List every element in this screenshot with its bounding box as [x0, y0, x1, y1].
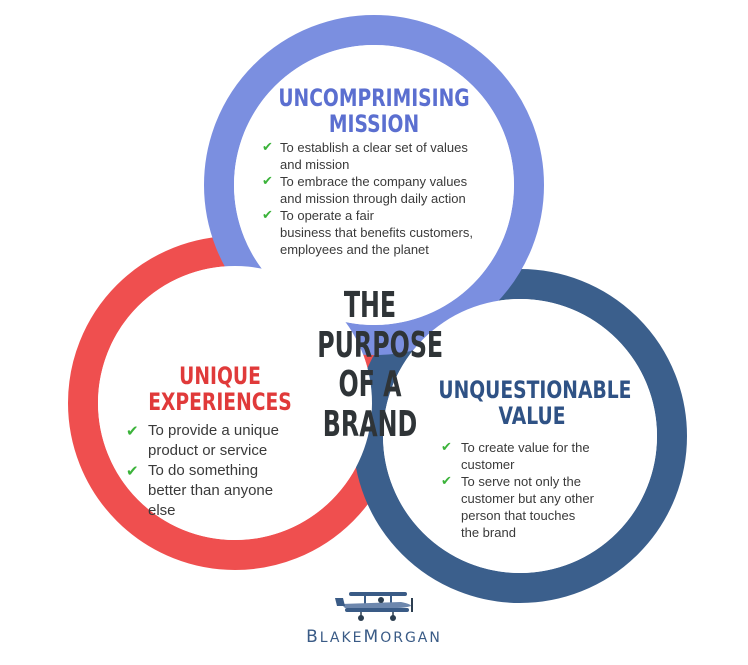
value-title-line: UNQUESTIONABLE: [438, 376, 632, 404]
check-icon: ✔: [262, 174, 273, 189]
mission-item-line: To establish a clear set of values: [280, 140, 468, 155]
mission-item-line: and mission through daily action: [280, 191, 466, 206]
experiences-item-line: else: [148, 502, 176, 519]
center-title-line: OF A: [338, 364, 402, 406]
value-item-line: customer but any other: [461, 491, 594, 506]
mission-item-line: To embrace the company values: [280, 174, 468, 189]
brand-logo-text: BLAKEMORGAN: [294, 627, 454, 647]
experiences-item-line: better than anyone: [148, 482, 274, 499]
experiences-title: UNIQUE EXPERIENCES: [134, 362, 306, 416]
experiences-item-line: To do something: [148, 462, 259, 479]
value-item-line: To create value for the: [461, 440, 590, 455]
value-item-line: customer: [461, 457, 515, 472]
mission-title-line: MISSION: [328, 109, 420, 138]
mission-title: UNCOMPRIMISING MISSION: [265, 84, 483, 138]
mission-item-line: employees and the planet: [280, 242, 429, 257]
mission-item: ✔ To embrace the company values and miss…: [262, 173, 512, 207]
mission-item: ✔ To operate a fair business that benefi…: [262, 207, 512, 258]
brand-first-name: BLAKE: [306, 627, 364, 647]
experiences-title-line: EXPERIENCES: [148, 387, 292, 416]
check-icon: ✔: [262, 140, 273, 155]
check-icon: ✔: [262, 208, 273, 223]
check-icon: ✔: [126, 422, 139, 440]
brand-last-name: MORGAN: [363, 627, 442, 647]
check-icon: ✔: [441, 474, 452, 489]
check-icon: ✔: [126, 462, 139, 480]
mission-item: ✔ To establish a clear set of values and…: [262, 139, 512, 173]
value-item: ✔ To create value for the customer: [441, 439, 641, 473]
value-list: ✔ To create value for the customer ✔ To …: [441, 439, 641, 541]
value-item-line: To serve not only the: [461, 474, 581, 489]
check-icon: ✔: [441, 440, 452, 455]
value-item-line: the brand: [461, 525, 516, 540]
experiences-item-line: To provide a unique: [148, 422, 279, 439]
experiences-item: ✔ To provide a unique product or service: [126, 421, 326, 461]
value-title: UNQUESTIONABLE VALUE: [438, 376, 632, 430]
mission-item-line: business that benefits customers,: [280, 225, 473, 240]
mission-item-line: and mission: [280, 157, 350, 172]
center-title-line: PURPOSE: [317, 324, 444, 366]
experiences-list: ✔ To provide a unique product or service…: [126, 421, 326, 521]
mission-title-line: UNCOMPRIMISING: [278, 84, 470, 112]
mission-list: ✔ To establish a clear set of values and…: [262, 139, 512, 258]
experiences-title-line: UNIQUE: [179, 362, 261, 390]
experiences-item-line: product or service: [148, 442, 268, 459]
mission-item-line: To operate a fair: [280, 208, 374, 223]
value-item-line: person that touches: [461, 508, 576, 523]
center-title-line: THE: [343, 285, 397, 326]
center-title-line: BRAND: [322, 403, 418, 445]
experiences-item: ✔ To do something better than anyone els…: [126, 461, 326, 521]
value-item: ✔ To serve not only the customer but any…: [441, 473, 641, 541]
value-title-line: VALUE: [498, 401, 566, 430]
center-title: THE PURPOSE OF A BRAND: [317, 285, 444, 445]
inner-fill: [98, 45, 657, 573]
biplane-icon: [335, 592, 413, 621]
